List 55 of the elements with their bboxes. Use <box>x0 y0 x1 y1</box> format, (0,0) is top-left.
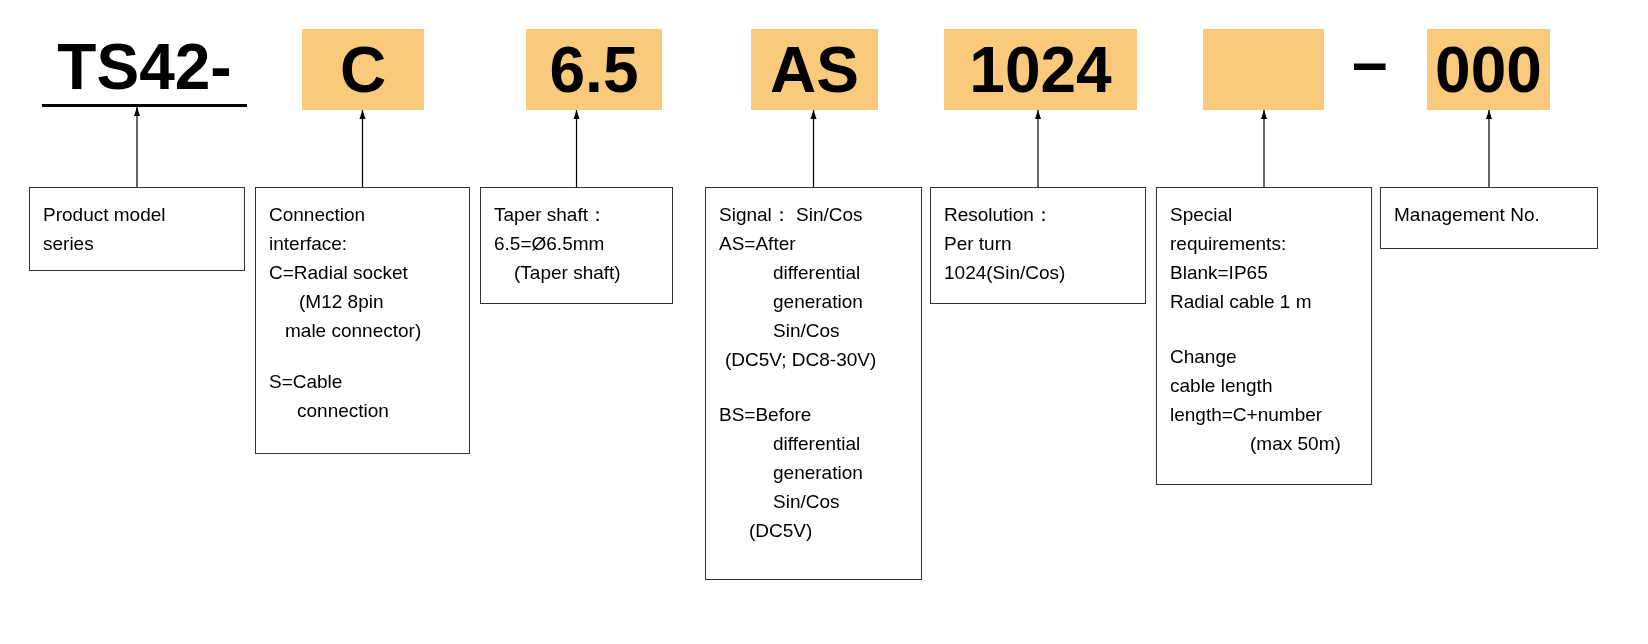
description-text: cable length <box>1170 374 1274 398</box>
description-text: Connection interface: <box>269 203 367 256</box>
arrow <box>359 109 366 188</box>
arrow <box>573 109 580 188</box>
code-text: 1024 <box>969 37 1112 102</box>
description-box <box>1156 187 1372 485</box>
description-text: 1024(Sin/Cos) <box>944 261 1067 285</box>
code-text: TS42- <box>57 34 232 99</box>
code-segment-box <box>944 29 1137 110</box>
description-text: (DC5V; DC8-30V) <box>725 348 878 372</box>
description-text: (max 50m) <box>1250 432 1342 456</box>
description-text: Radial cable 1 m <box>1170 290 1313 314</box>
description-text: Change <box>1170 345 1238 369</box>
code-segment-box <box>302 29 424 110</box>
description-text: S=Cable <box>269 370 344 394</box>
code-segment-box <box>526 29 662 110</box>
description-text: Signal： Sin/Cos <box>719 203 864 227</box>
code-segment-box <box>751 29 878 110</box>
description-text: connection <box>297 399 390 423</box>
description-text: AS=After <box>719 232 797 256</box>
arrow <box>810 109 817 188</box>
arrow <box>1035 109 1041 188</box>
code-text: 000 <box>1435 37 1542 102</box>
description-text: Blank=IP65 <box>1170 261 1269 285</box>
code-segment-box <box>1427 29 1550 110</box>
description-box <box>705 187 922 580</box>
description-text: (M12 8pin <box>299 290 385 314</box>
arrow <box>1261 109 1267 188</box>
description-text: differential generation Sin/Cos <box>773 261 864 343</box>
description-text: Management No. <box>1394 203 1541 227</box>
description-box <box>29 187 245 271</box>
description-text: Product model series <box>43 203 167 256</box>
description-box <box>480 187 673 304</box>
description-text: length=C+number <box>1170 403 1324 427</box>
code-text: C <box>339 37 387 102</box>
description-text: male connector) <box>285 319 423 343</box>
separator-dash: – <box>1352 30 1388 94</box>
arrow <box>1486 109 1492 188</box>
description-text: differential generation Sin/Cos <box>773 432 864 514</box>
description-text: 6.5=Ø6.5mm <box>494 232 606 256</box>
code-text: AS <box>770 37 859 102</box>
description-text: BS=Before <box>719 403 813 427</box>
arrow <box>134 106 140 188</box>
description-box <box>930 187 1146 304</box>
description-text: C=Radial socket <box>269 261 409 285</box>
description-text: Taper shaft： <box>494 203 608 227</box>
empty-code-box <box>1203 29 1324 110</box>
description-text: Resolution： <box>944 203 1054 227</box>
description-text: (DC5V) <box>749 519 814 543</box>
code-text: 6.5 <box>549 37 639 102</box>
description-box <box>255 187 470 454</box>
description-text: Special requirements: <box>1170 203 1288 256</box>
description-box <box>1380 187 1598 249</box>
description-text: Per turn <box>944 232 1013 256</box>
description-text: (Taper shaft) <box>514 261 622 285</box>
